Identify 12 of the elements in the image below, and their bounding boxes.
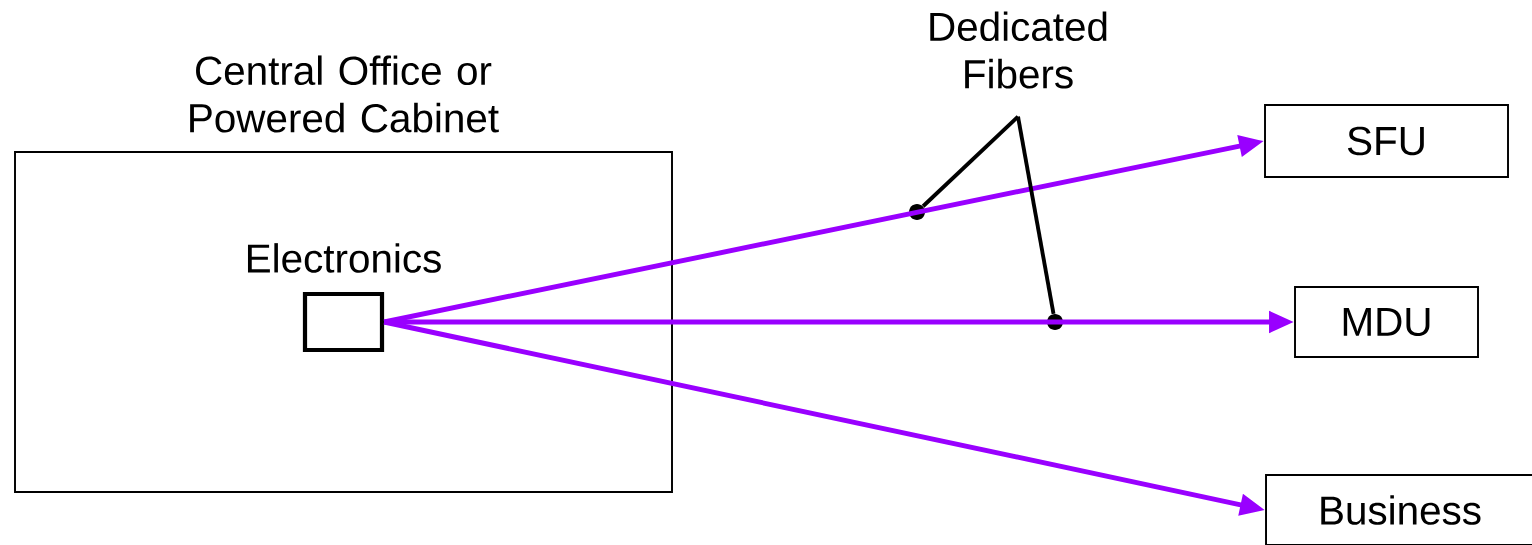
leader-dot — [909, 204, 925, 220]
box-heading: Electronics — [248, 243, 441, 273]
box-heading: Central Office or Powered Cabinet — [190, 55, 499, 133]
electronics-box — [302, 291, 385, 353]
cabinet-box — [14, 151, 673, 493]
premises-box: SFU — [1264, 104, 1509, 178]
premises-box: Business — [1265, 474, 1532, 545]
leader-line — [1016, 116, 1056, 315]
callout-text: Dedicated Fibers — [930, 11, 1107, 89]
leader-dot — [1047, 314, 1063, 330]
premises-box: MDU — [1294, 286, 1479, 358]
leader-line — [921, 115, 1020, 208]
